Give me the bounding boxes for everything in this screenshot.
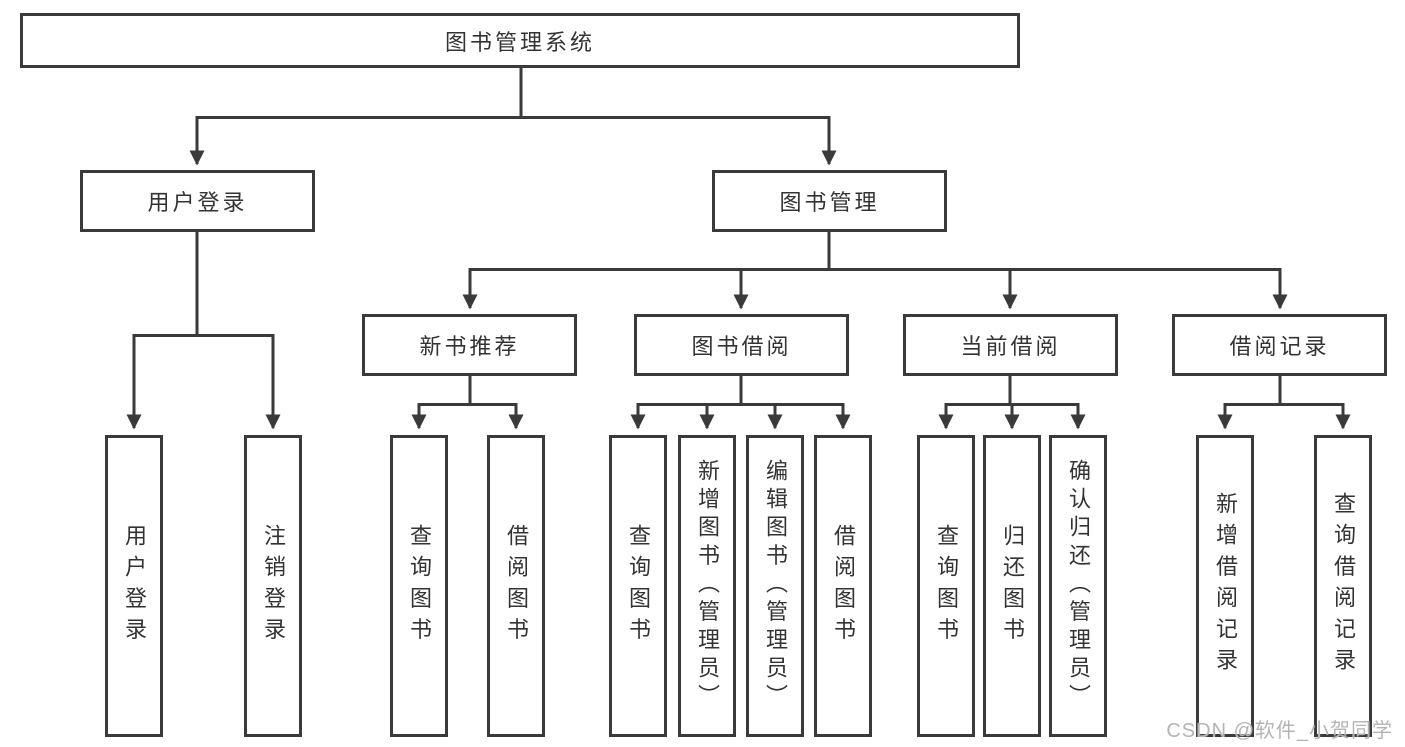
leaf-add-borrow-record: 新增借阅记录 <box>1196 435 1254 737</box>
leaf-query-books-2: 查询图书 <box>609 435 667 737</box>
leaf-logout: 注销登录 <box>244 435 302 737</box>
node-new-book-recommend: 新书推荐 <box>362 314 577 376</box>
node-root: 图书管理系统 <box>20 13 1020 68</box>
csdn-watermark: CSDN @软件_小贺同学 <box>1166 720 1393 742</box>
leaf-return-books: 归还图书 <box>983 435 1041 737</box>
node-borrow-records: 借阅记录 <box>1172 314 1387 376</box>
leaf-user-login: 用户登录 <box>105 435 163 737</box>
leaf-query-books-3: 查询图书 <box>917 435 975 737</box>
node-book-borrow: 图书借阅 <box>634 314 849 376</box>
node-book-management: 图书管理 <box>712 170 947 232</box>
leaf-query-books-1: 查询图书 <box>390 435 448 737</box>
leaf-confirm-return-admin: 确认归还（管理员） <box>1049 435 1107 737</box>
leaf-query-borrow-record: 查询借阅记录 <box>1314 435 1372 737</box>
node-user-login: 用户登录 <box>80 170 315 232</box>
leaf-borrow-books-2: 借阅图书 <box>814 435 872 737</box>
node-current-borrow: 当前借阅 <box>903 314 1118 376</box>
leaf-edit-books-admin: 编辑图书（管理员） <box>746 435 804 737</box>
leaf-add-books-admin: 新增图书（管理员） <box>678 435 736 737</box>
leaf-borrow-books-1: 借阅图书 <box>487 435 545 737</box>
